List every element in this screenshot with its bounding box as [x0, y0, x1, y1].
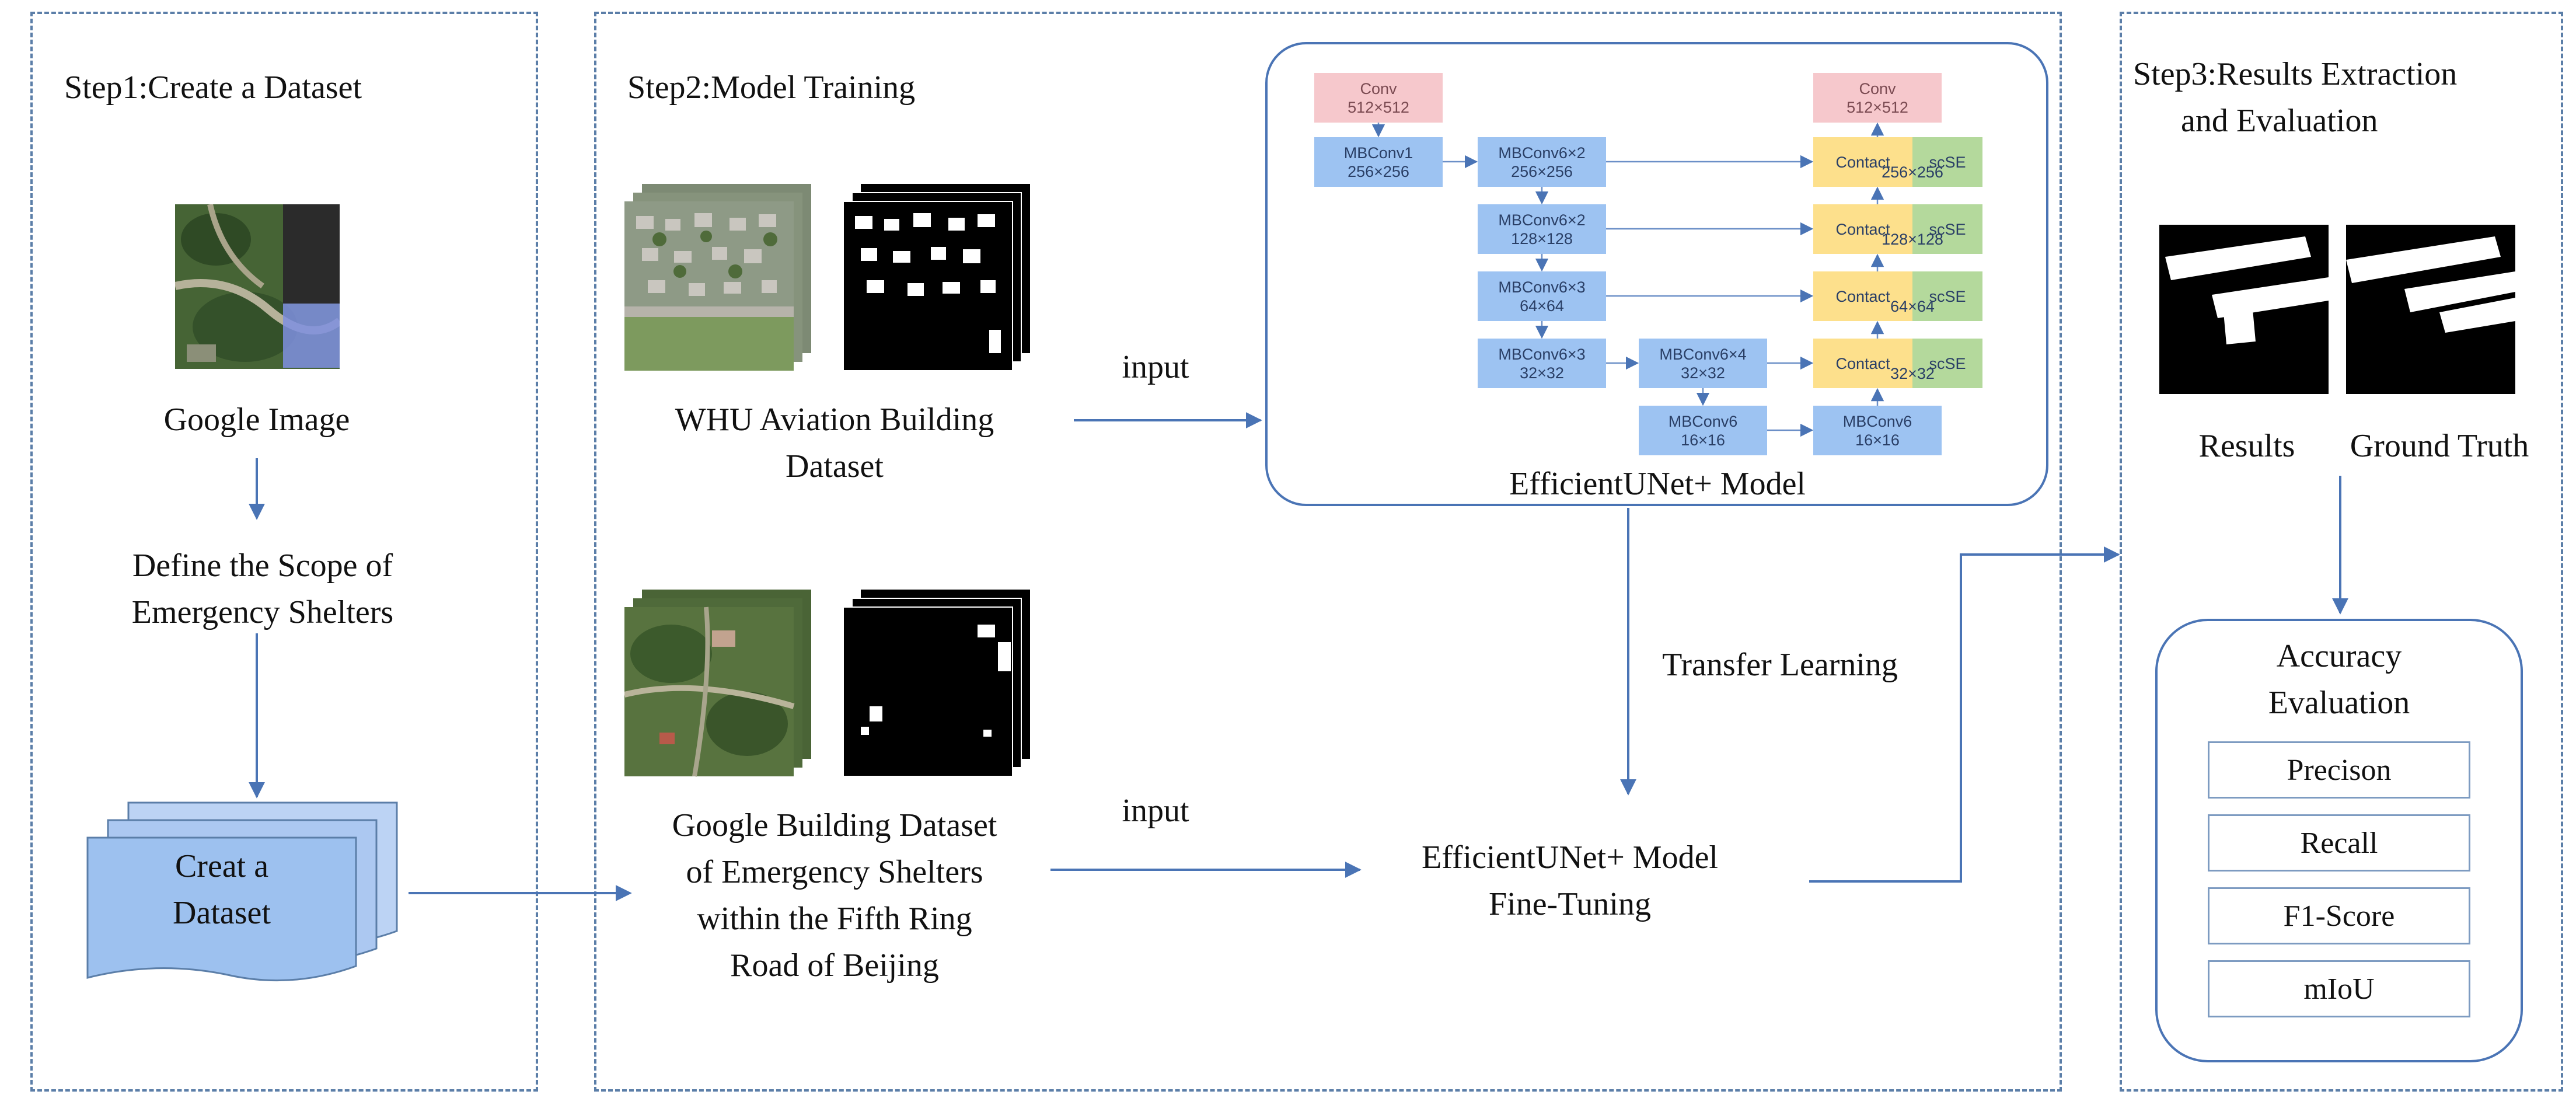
mbconv6-16-left-name: MBConv6	[1668, 412, 1738, 430]
whu-aerial-image-stack	[624, 184, 811, 371]
scse-64-label: scSE	[1929, 287, 1966, 305]
mbconv1-size: 256×256	[1348, 162, 1409, 180]
conv-top-left-name: Conv	[1360, 79, 1397, 97]
decoder-block-32: Contact scSE 32×32	[1813, 339, 1982, 388]
whu-label-mask-stack	[843, 184, 1030, 371]
decoder-64-size: 64×64	[1890, 298, 1935, 315]
mbconv6x3-32-size: 32×32	[1520, 364, 1564, 382]
scse-128: scSE	[1912, 204, 1982, 254]
mbconv6-block-16-left: MBConv6 16×16	[1639, 406, 1767, 455]
accuracy-evaluation-box	[2155, 619, 2523, 1062]
whu-dataset-label-line2: Dataset	[786, 448, 884, 484]
mbconv6x3-block-32: MBConv6×3 32×32	[1478, 339, 1606, 388]
mbconv6x3-block-64: MBConv6×3 64×64	[1478, 271, 1606, 321]
decoder-128-size: 128×128	[1882, 231, 1943, 248]
mbconv6x2-128-size: 128×128	[1511, 229, 1573, 247]
ground-truth-label: Ground Truth	[2350, 428, 2529, 464]
accuracy-label-line1: Accuracy	[2276, 638, 2402, 674]
mbconv6x2-block-128: MBConv6×2 128×128	[1478, 204, 1606, 254]
mbconv1-block: MBConv1 256×256	[1314, 137, 1443, 187]
input-label-top: input	[1122, 349, 1189, 385]
step1-panel	[30, 12, 538, 1092]
input-label-bottom: input	[1122, 793, 1189, 829]
decoder-256-size: 256×256	[1882, 163, 1943, 181]
accuracy-label-line2: Evaluation	[2268, 685, 2410, 721]
scse-256: scSE	[1912, 137, 1982, 187]
decoder-32-size: 32×32	[1890, 365, 1935, 382]
google-image-thumbnail	[175, 204, 340, 369]
results-label: Results	[2198, 428, 2295, 464]
contact-64-name: Contact	[1835, 287, 1890, 305]
google-image-label: Google Image	[163, 402, 350, 438]
metric-precision: Precison	[2208, 741, 2470, 799]
contact-256-name: Contact	[1835, 153, 1890, 171]
define-scope-line1: Define the Scope of	[132, 548, 393, 584]
step2-title: Step2:Model Training	[627, 69, 916, 106]
mbconv6-16-right-size: 16×16	[1855, 431, 1900, 449]
define-scope-line2: Emergency Shelters	[131, 594, 394, 630]
create-dataset-line2: Dataset	[173, 895, 271, 931]
metric-recall: Recall	[2208, 814, 2470, 872]
conv-block-top-right: Conv 512×512	[1813, 73, 1942, 123]
mbconv6x4-block-32: MBConv6×4 32×32	[1639, 339, 1767, 388]
mbconv6-16-left-size: 16×16	[1681, 431, 1725, 449]
contact-128-name: Contact	[1835, 220, 1890, 238]
scse-32-label: scSE	[1929, 354, 1966, 372]
conv-top-right-name: Conv	[1859, 79, 1896, 97]
transfer-learning-label: Transfer Learning	[1662, 647, 1898, 683]
arrow-finetune-to-results	[1809, 546, 2120, 883]
decoder-block-128: Contact scSE 128×128	[1813, 204, 1982, 254]
create-dataset-line1: Creat a	[174, 848, 269, 884]
mbconv6x3-64-name: MBConv6×3	[1498, 278, 1586, 296]
google-dataset-label-line3: within the Fifth Ring	[697, 901, 972, 937]
google-dataset-label-line1: Google Building Dataset	[672, 807, 997, 843]
google-label-mask-stack	[843, 590, 1030, 777]
mbconv6x2-block-256: MBConv6×2 256×256	[1478, 137, 1606, 187]
mbconv6x3-64-size: 64×64	[1520, 297, 1564, 315]
model-label: EfficientUNet+ Model	[1509, 466, 1806, 502]
mbconv1-name: MBConv1	[1343, 144, 1413, 162]
contact-256: Contact	[1813, 137, 1912, 187]
create-dataset-document-icon	[86, 801, 398, 982]
mbconv6-block-16-right: MBConv6 16×16	[1813, 406, 1942, 455]
mbconv6x3-32-name: MBConv6×3	[1498, 345, 1586, 363]
conv-top-right-size: 512×512	[1847, 98, 1908, 116]
scse-256-label: scSE	[1929, 153, 1966, 171]
scse-64: scSE	[1912, 271, 1982, 321]
step3-title-line2: and Evaluation	[2181, 103, 2378, 139]
efficientunet-model-box	[1265, 42, 2048, 506]
google-dataset-label-line4: Road of Beijing	[730, 947, 939, 984]
metric-miou: mIoU	[2208, 960, 2470, 1017]
conv-top-left-size: 512×512	[1348, 98, 1409, 116]
decoder-block-256: Contact scSE 256×256	[1813, 137, 1982, 187]
decoder-block-64: Contact scSE 64×64	[1813, 271, 1982, 321]
ground-truth-mask-image	[2346, 225, 2515, 394]
mbconv6x2-128-name: MBConv6×2	[1498, 211, 1586, 229]
step2-panel	[594, 12, 2062, 1092]
mbconv6x2-256-name: MBConv6×2	[1498, 144, 1586, 162]
scse-128-label: scSE	[1929, 220, 1966, 238]
finetune-label-line2: Fine-Tuning	[1488, 886, 1651, 922]
mbconv6x2-256-size: 256×256	[1511, 162, 1573, 180]
google-dataset-label-line2: of Emergency Shelters	[686, 854, 983, 890]
whu-dataset-label-line1: WHU Aviation Building	[675, 402, 994, 438]
mbconv6-16-right-name: MBConv6	[1842, 412, 1912, 430]
mbconv6x4-32-size: 32×32	[1681, 364, 1725, 382]
google-aerial-image-stack	[624, 590, 811, 777]
step3-panel	[2120, 12, 2563, 1092]
step3-title-line1: Step3:Results Extraction	[2133, 56, 2458, 92]
scse-32: scSE	[1912, 339, 1982, 388]
contact-32-name: Contact	[1835, 354, 1890, 372]
mbconv6x4-32-name: MBConv6×4	[1659, 345, 1747, 363]
step1-title: Step1:Create a Dataset	[64, 69, 362, 106]
contact-128: Contact	[1813, 204, 1912, 254]
conv-block-top-left: Conv 512×512	[1314, 73, 1443, 123]
finetune-label-line1: EfficientUNet+ Model	[1422, 839, 1718, 876]
contact-32: Contact	[1813, 339, 1912, 388]
metric-f1-score: F1-Score	[2208, 887, 2470, 944]
contact-64: Contact	[1813, 271, 1912, 321]
results-mask-image	[2159, 225, 2329, 394]
